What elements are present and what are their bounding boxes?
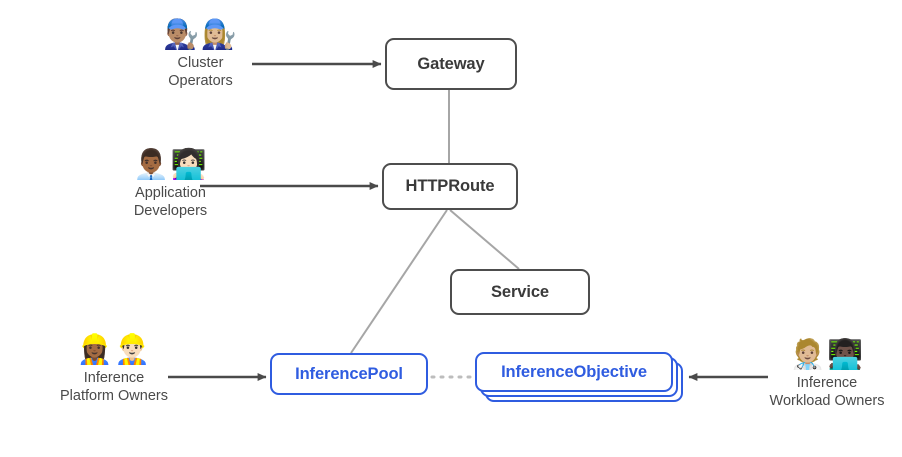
persona-cluster-operators: 👨🏽‍🔧👩🏼‍🔧 Cluster Operators bbox=[133, 18, 268, 90]
node-service[interactable]: Service bbox=[450, 269, 590, 315]
inference-workload-owners-label: Inference Workload Owners bbox=[769, 375, 885, 409]
persona-inference-workload-owners: 🧑🏼‍⚕️👨🏿‍💻 Inference Workload Owners bbox=[752, 338, 902, 410]
node-gateway[interactable]: Gateway bbox=[385, 38, 517, 90]
cluster-operators-label: Cluster Operators bbox=[168, 55, 233, 89]
inference-platform-owners-icon: 👷🏾‍♀️👷🏻‍♂️ bbox=[76, 334, 152, 366]
node-inferenceobjective[interactable]: InferenceObjective bbox=[475, 352, 673, 392]
persona-inference-platform-owners: 👷🏾‍♀️👷🏻‍♂️ Inference Platform Owners bbox=[14, 333, 214, 405]
application-developers-icon: 👨🏾‍💼👩🏻‍💻 bbox=[133, 149, 208, 181]
inference-workload-owners-icon: 🧑🏼‍⚕️👨🏿‍💻 bbox=[789, 339, 865, 371]
node-inferencepool[interactable]: InferencePool bbox=[270, 353, 428, 395]
inference-platform-owners-label: Inference Platform Owners bbox=[60, 370, 168, 404]
application-developers-label: Application Developers bbox=[133, 185, 208, 219]
persona-application-developers: 👨🏾‍💼👩🏻‍💻 Application Developers bbox=[88, 148, 253, 220]
cluster-operators-icon: 👨🏽‍🔧👩🏼‍🔧 bbox=[163, 19, 238, 51]
node-httproute[interactable]: HTTPRoute bbox=[382, 163, 518, 210]
edge-httproute-inferencepool bbox=[350, 209, 448, 354]
edge-httproute-service bbox=[449, 209, 520, 270]
